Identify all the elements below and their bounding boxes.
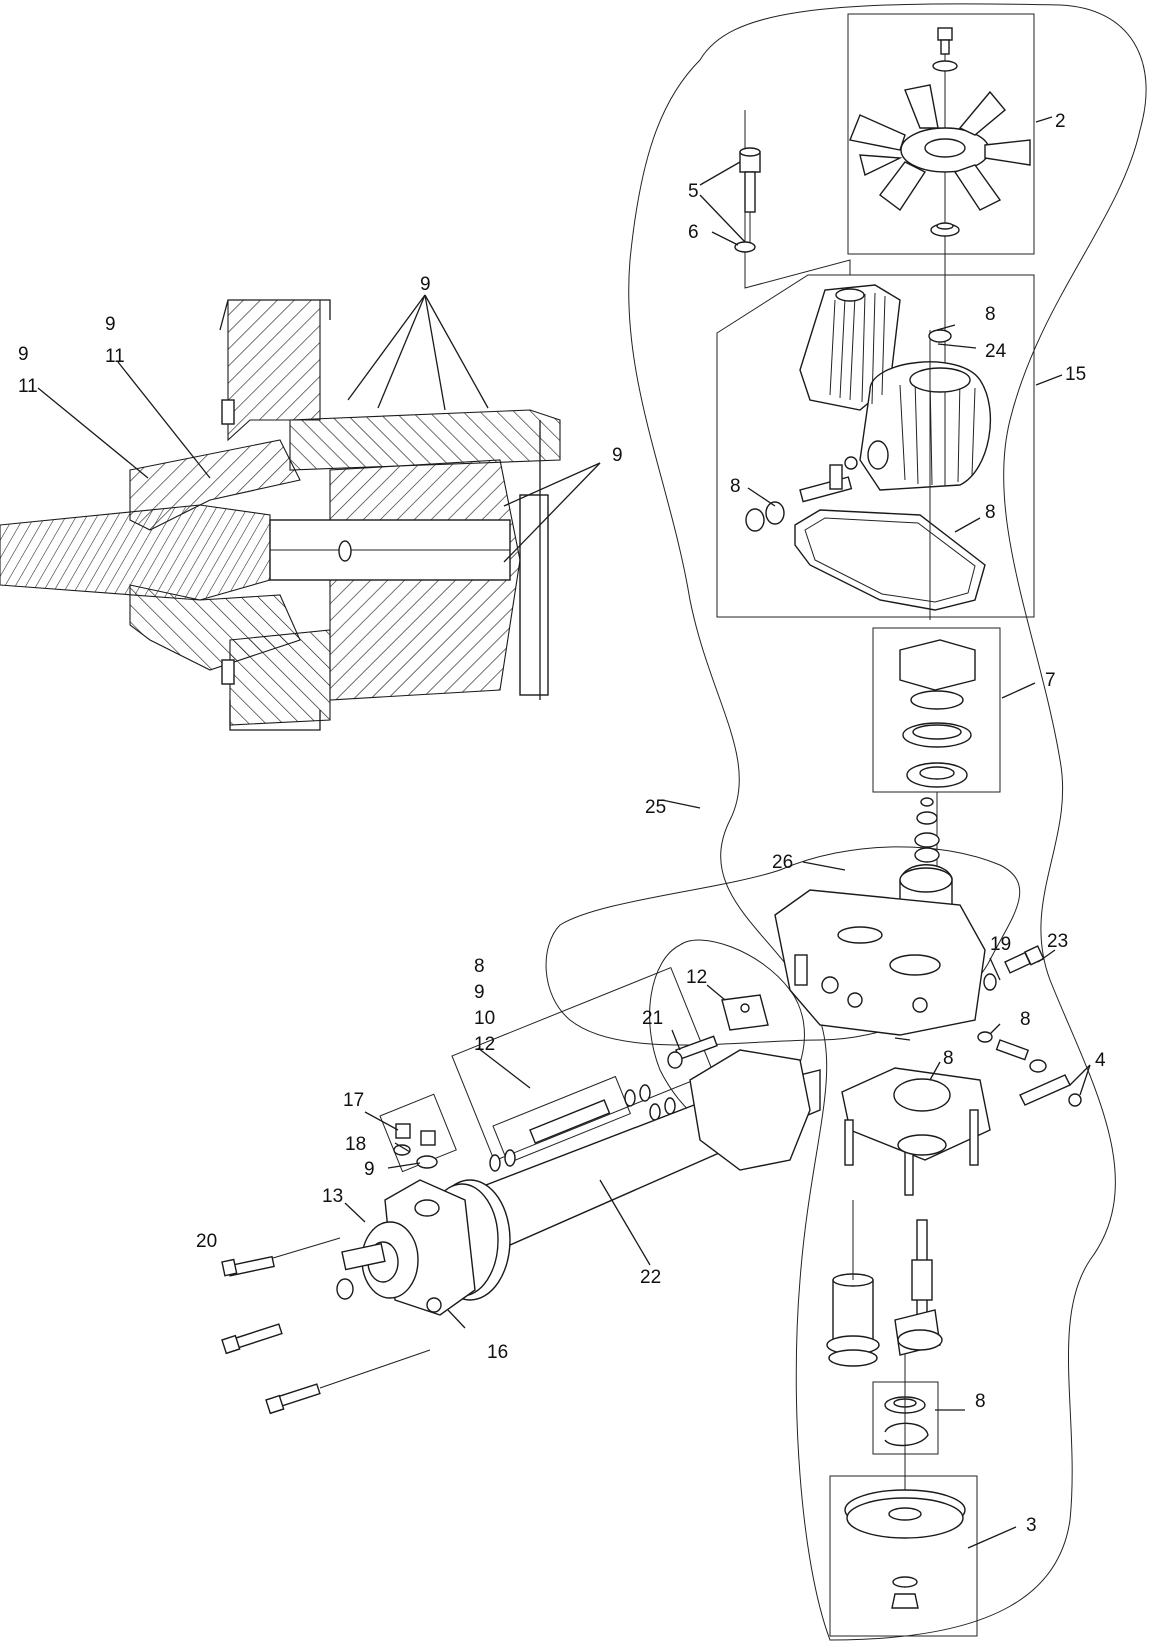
transaxle-outline xyxy=(628,3,1147,1641)
callout-17: 17 xyxy=(343,1090,364,1111)
callout-13: 13 xyxy=(322,1186,343,1207)
callout-9: 9 xyxy=(105,314,116,335)
bolts-20 xyxy=(221,1237,431,1415)
callout-12: 12 xyxy=(686,967,707,988)
bearing-24 xyxy=(928,329,952,343)
seal-8-right xyxy=(977,1031,993,1043)
bypass-arm-4 xyxy=(1019,1074,1082,1107)
callout-8: 8 xyxy=(1020,1009,1031,1030)
callout-8: 8 xyxy=(985,502,996,523)
bypass-valve xyxy=(995,1039,1047,1073)
cross-section-view xyxy=(0,299,561,731)
callout-25: 25 xyxy=(645,797,666,818)
pump-plate xyxy=(841,1067,991,1196)
dipstick-line xyxy=(744,110,851,289)
callout-labels: 2 5 6 8 24 15 8 8 7 25 26 19 23 8 4 8 8 … xyxy=(18,111,1106,1536)
callout-stack: 8 9 10 12 xyxy=(474,956,500,1055)
callout-11: 11 xyxy=(18,376,38,397)
callout-20: 20 xyxy=(196,1231,217,1252)
stack-9: 9 xyxy=(474,982,485,1003)
plugs-17 xyxy=(393,1123,438,1169)
callout-21: 21 xyxy=(642,1008,663,1029)
stack-12: 12 xyxy=(474,1034,495,1055)
callout-15: 15 xyxy=(1065,364,1086,385)
callout-8: 8 xyxy=(975,1391,986,1412)
callout-9: 9 xyxy=(612,445,623,466)
callout-22: 22 xyxy=(640,1267,661,1288)
callout-16: 16 xyxy=(487,1342,508,1363)
cover-housing xyxy=(799,284,992,491)
callout-7: 7 xyxy=(1045,670,1056,691)
callout-19: 19 xyxy=(990,934,1011,955)
callout-6: 6 xyxy=(688,222,699,243)
swashplate-assembly xyxy=(899,639,976,921)
callout-9: 9 xyxy=(420,274,431,295)
cover-box xyxy=(716,274,1035,618)
callout-24: 24 xyxy=(985,341,1007,362)
callout-5: 5 xyxy=(688,181,699,202)
leader-lines xyxy=(37,116,1091,1549)
fan-assembly xyxy=(849,27,1031,380)
stack-8: 8 xyxy=(474,956,485,977)
valve-kit-box xyxy=(451,966,714,1162)
input-shaft xyxy=(894,1219,943,1356)
callout-3: 3 xyxy=(1026,1515,1037,1536)
dipstick xyxy=(734,147,761,253)
callout-9: 9 xyxy=(364,1159,375,1180)
callout-8: 8 xyxy=(985,304,996,325)
filter xyxy=(826,1200,880,1367)
hydro-motor xyxy=(336,1049,821,1316)
housing-26-outline xyxy=(545,846,1021,1046)
callout-26: 26 xyxy=(772,852,793,873)
gasket xyxy=(794,509,986,611)
pulley-box xyxy=(829,1475,978,1637)
pulley xyxy=(844,1489,966,1609)
callout-2: 2 xyxy=(1055,111,1066,132)
callout-9: 9 xyxy=(18,344,29,365)
callout-8: 8 xyxy=(943,1048,954,1069)
bracket-12 xyxy=(721,994,769,1031)
callout-4: 4 xyxy=(1095,1050,1106,1071)
callout-8: 8 xyxy=(730,476,741,497)
control-arm xyxy=(745,456,858,532)
stack-10: 10 xyxy=(474,1008,495,1029)
callout-18: 18 xyxy=(345,1134,366,1155)
fan-box xyxy=(847,13,1035,255)
callout-23: 23 xyxy=(1047,931,1068,952)
relief-valve-23 xyxy=(983,945,1045,991)
center-block xyxy=(774,889,986,1036)
bolt-21 xyxy=(667,1035,718,1069)
callout-11: 11 xyxy=(105,346,125,367)
